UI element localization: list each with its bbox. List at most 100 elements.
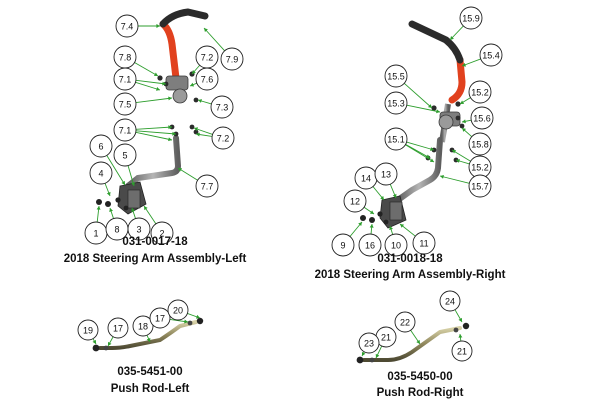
callout-label: 3 (136, 225, 141, 235)
callout-left-steering-6: 6 (89, 134, 113, 158)
callout-circle (150, 221, 174, 245)
callout-circle (459, 6, 483, 30)
callout-push-rod-right-23: 23 (358, 332, 380, 354)
callout-circle (195, 174, 219, 198)
left-assembly-part-number: 031-0017-18 (122, 236, 188, 248)
callout-label: 6 (98, 142, 103, 152)
callout-label: 11 (419, 239, 428, 249)
callout-label: 7.9 (226, 55, 239, 65)
push-rod-right-jam-nut-1 (369, 357, 375, 363)
callout-label: 18 (138, 322, 148, 332)
left-pivot-plate (165, 75, 189, 91)
callout-circle (107, 317, 129, 339)
leader-arrowhead (462, 119, 466, 124)
callout-circle (89, 134, 113, 158)
callout-label: 1 (93, 229, 98, 239)
callout-left-steering-5: 5 (113, 143, 137, 167)
callout-label: 15.5 (387, 72, 405, 82)
push-rod-right-art (356, 322, 470, 364)
callout-circle (89, 161, 113, 185)
push-rod-left-rod (98, 320, 198, 350)
callout-left-steering-7-9: 7.9 (220, 47, 244, 71)
callout-circle (479, 43, 503, 67)
push-rod-left-part-number: 035-5451-00 (117, 366, 183, 378)
leader-arrowhead (108, 341, 112, 346)
leader-arrowhead (144, 206, 148, 211)
leader-arrowhead (106, 191, 111, 196)
leader-arrowhead (172, 131, 176, 136)
callout-push-rod-left-17: 17 (107, 317, 129, 339)
callout-label: 4 (98, 169, 103, 179)
callout-push-rod-right-21: 21 (451, 340, 473, 362)
callout-right-steering-15-3: 15.3 (384, 91, 408, 115)
callout-circle (113, 67, 137, 91)
callout-label: 15.8 (471, 140, 489, 150)
leader-arrowhead (92, 339, 96, 344)
callout-label: 15.9 (462, 14, 480, 24)
callout-circle (358, 332, 380, 354)
push-rod-right-end-fitting (356, 356, 364, 364)
callout-label: 23 (364, 339, 374, 349)
callout-circle (77, 319, 99, 341)
callout-circle (211, 126, 235, 150)
leader-arrowhead (452, 150, 457, 154)
push-rod-right-part-number: 035-5450-00 (387, 371, 453, 383)
push-rod-left-end-fitting (92, 344, 100, 352)
callout-label: 7.7 (201, 182, 214, 192)
push-rod-left-rod-end (196, 317, 204, 325)
right-assembly-part-number: 031-0018-18 (377, 253, 443, 265)
callout-left-steering-7-1: 7.1 (113, 118, 137, 142)
right-lower-hardware (360, 211, 389, 225)
callout-label: 10 (391, 241, 401, 251)
callout-circle (468, 174, 492, 198)
callout-circle (195, 67, 219, 91)
callout-circle (113, 118, 137, 142)
right-bracket-plate (389, 201, 403, 221)
callout-leader-line (135, 131, 173, 141)
leader-arrowhead (184, 319, 188, 324)
leader-arrowhead (196, 132, 200, 137)
leader-arrowhead (131, 181, 135, 186)
callout-right-steering-9: 9 (331, 233, 355, 257)
leader-arrowhead (380, 195, 384, 200)
callout-label: 15.1 (387, 135, 405, 145)
callout-circle (384, 127, 408, 151)
push-rod-left-art (92, 317, 204, 352)
callout-right-steering-15-6: 15.6 (470, 106, 494, 130)
callout-label: 7.2 (217, 134, 230, 144)
leader-arrowhead (389, 226, 393, 231)
callout-left-steering-7-5: 7.5 (113, 92, 137, 116)
callout-label: 21 (381, 333, 391, 343)
leader-arrowhead (429, 147, 434, 151)
callout-label: 17 (113, 324, 123, 334)
right-assembly-title: 2018 Steering Arm Assembly-Right (314, 269, 506, 281)
callout-push-rod-left-19: 19 (77, 319, 99, 341)
push-rod-right-rod (362, 326, 462, 362)
leader-arrowhead (440, 174, 444, 179)
callout-label: 15.7 (471, 182, 489, 192)
callout-leader-line (403, 82, 433, 109)
callout-right-steering-15-5: 15.5 (384, 64, 408, 88)
callout-leader-line (405, 143, 431, 159)
callout-leader-line (135, 126, 173, 130)
callout-label: 7.1 (119, 75, 132, 85)
leader-arrowhead (375, 353, 380, 358)
callout-leader-line (134, 62, 159, 77)
callout-label: 22 (400, 318, 410, 328)
leader-arrowhead (155, 87, 160, 91)
callout-right-steering-16: 16 (358, 233, 382, 257)
callout-circle (220, 47, 244, 71)
callout-push-rod-left-20: 20 (167, 299, 189, 321)
callout-label: 7.8 (119, 53, 132, 63)
leader-arrowhead (156, 24, 160, 28)
callout-right-steering-15-4: 15.4 (479, 43, 503, 67)
leader-arrowhead (168, 125, 172, 130)
leader-arrowhead (369, 210, 374, 214)
callout-label: 5 (122, 151, 127, 161)
callout-left-steering-8: 8 (105, 217, 129, 241)
callout-left-steering-7-3: 7.3 (210, 95, 234, 119)
leader-arrowhead (198, 99, 203, 103)
leader-arrowhead (427, 104, 432, 108)
